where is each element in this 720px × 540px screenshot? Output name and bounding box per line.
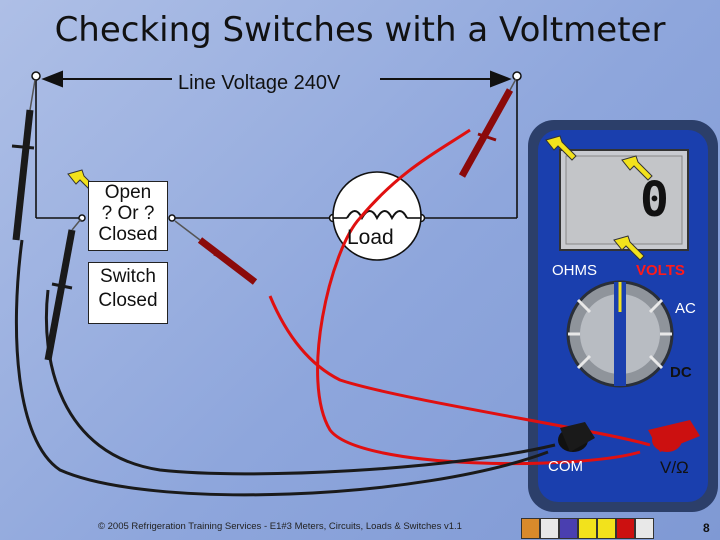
terminal-left (31, 71, 41, 81)
voltmeter (528, 120, 718, 512)
meter-ac-label: AC (675, 300, 696, 317)
document-icon[interactable] (540, 518, 559, 539)
switch-closed-line-1: Switch (100, 266, 156, 287)
meter-display-value: 0 (640, 172, 669, 228)
switch-closed-line-2: Closed (98, 290, 158, 311)
back-icon[interactable] (578, 518, 597, 539)
forward-icon[interactable] (597, 518, 616, 539)
switch-open-closed-box: Open ? Or ? Closed (88, 181, 168, 251)
page-number: 8 (703, 521, 710, 535)
switch-terminal-right (168, 214, 176, 222)
probe-plugs (560, 420, 700, 452)
meter-ohms-label: OHMS (552, 262, 597, 279)
load-label: Load (347, 226, 394, 249)
footer-copyright: © 2005 Refrigeration Training Services -… (98, 521, 462, 532)
switch-open-line-1: Open (104, 182, 152, 203)
load-symbol (332, 171, 422, 261)
switch-open-line-2: ? Or ? (101, 203, 155, 224)
meter-dc-label: DC (670, 364, 692, 381)
slide-title: Checking Switches with a Voltmeter (54, 10, 666, 50)
stop-icon[interactable] (616, 518, 635, 539)
switch-open-line-3: Closed (98, 224, 158, 245)
pencil-icon[interactable] (635, 518, 654, 539)
switch-closed-box: Switch Closed (88, 262, 168, 324)
meter-v-ohm-label: V/Ω (660, 458, 689, 477)
line-voltage-arrow (41, 70, 512, 88)
black-test-lead (11, 79, 556, 497)
line-voltage-label: Line Voltage 240V (178, 72, 341, 94)
home-icon[interactable] (521, 518, 540, 539)
meter-volts-label: VOLTS (636, 262, 685, 279)
meter-com-label: COM (548, 458, 583, 475)
return-icon[interactable] (559, 518, 578, 539)
circuit-wires (35, 78, 518, 219)
terminal-right (512, 71, 522, 81)
